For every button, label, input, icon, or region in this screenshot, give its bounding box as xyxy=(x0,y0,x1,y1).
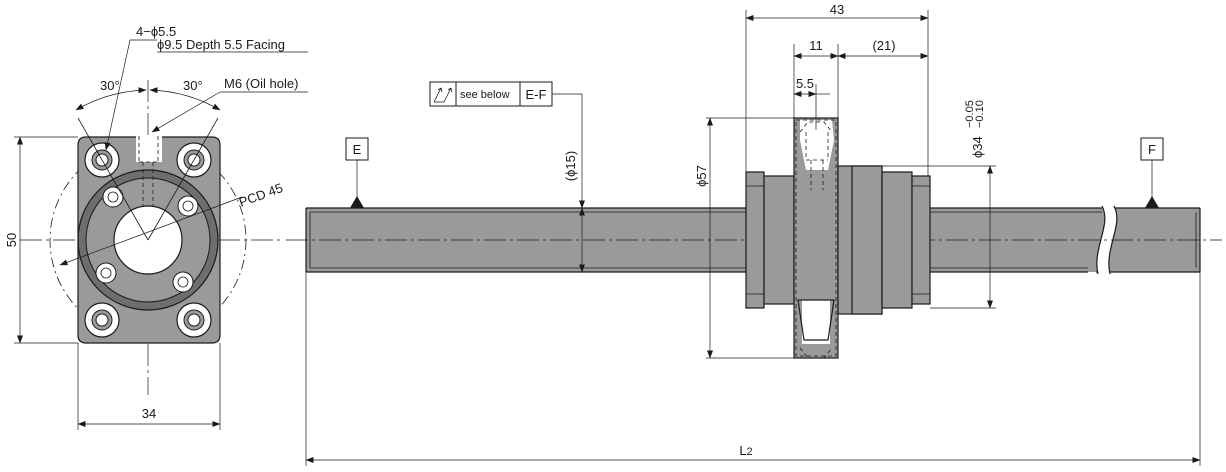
angle-arc-right xyxy=(149,87,221,111)
section-arrow-e xyxy=(350,196,364,208)
nut-hole-upper-left xyxy=(102,186,124,208)
nut-right-ring xyxy=(881,171,913,309)
section-arrow-f xyxy=(1145,196,1159,208)
section-mark-f: F xyxy=(1148,142,1156,157)
nut-hole-lower-left xyxy=(95,262,117,284)
runout-datum: E-F xyxy=(526,87,547,102)
l2-letter: L xyxy=(739,443,746,458)
pcd-leader xyxy=(59,196,243,266)
shaft-dia-label: (ϕ15) xyxy=(563,151,578,181)
angle-line-right xyxy=(147,117,219,241)
hole-spec-leader xyxy=(104,39,131,151)
front-view: 30° 30° 4−ϕ5.5 ϕ9.5 Depth 5.5 Facing M6 … xyxy=(4,24,308,430)
runout-note: see below xyxy=(460,89,510,101)
flange-dia-label: ϕ57 xyxy=(694,165,709,187)
nut-hole-lower-right xyxy=(172,271,194,293)
nut-tol-upper: −0.05 xyxy=(964,100,976,128)
pcd-label: PCD 45 xyxy=(237,180,285,210)
nut-hole-upper-right xyxy=(177,195,199,217)
l2-subscript: 2 xyxy=(747,446,753,458)
facing-label: ϕ9.5 Depth 5.5 Facing xyxy=(157,37,285,52)
height-dim-label: 50 xyxy=(4,233,19,247)
l2-label: L2 xyxy=(739,443,752,458)
dim21-label: (21) xyxy=(872,38,895,53)
section-mark-e: E xyxy=(353,142,362,157)
nut-left-ring xyxy=(745,171,765,309)
width-dim-label: 34 xyxy=(142,406,156,421)
hole-count-label: 4−ϕ5.5 xyxy=(136,24,176,39)
mounting-hole-bottom-right xyxy=(176,302,212,338)
angle-right-label: 30° xyxy=(183,78,203,93)
nut-tol-lower: −0.10 xyxy=(974,100,986,128)
nut-dia-label: ϕ34 xyxy=(970,136,985,158)
angle-arc-left xyxy=(75,87,147,111)
dim55-label: 5.5 xyxy=(796,76,814,91)
oil-hole-leader xyxy=(151,91,221,133)
nut-left-body xyxy=(763,175,795,305)
dim11-label: 11 xyxy=(809,38,823,53)
side-view: E F see below E-F (ϕ15) ϕ57 ϕ3 xyxy=(286,2,1222,466)
oil-hole-label: M6 (Oil hole) xyxy=(224,76,298,91)
angle-line-left xyxy=(77,117,149,241)
dim43-label: 43 xyxy=(830,2,844,17)
oil-hole xyxy=(136,136,162,206)
runout-callout: see below E-F xyxy=(429,81,585,209)
mounting-hole-bottom-left xyxy=(84,302,120,338)
angle-left-label: 30° xyxy=(100,78,120,93)
total-runout-icon xyxy=(433,87,453,103)
